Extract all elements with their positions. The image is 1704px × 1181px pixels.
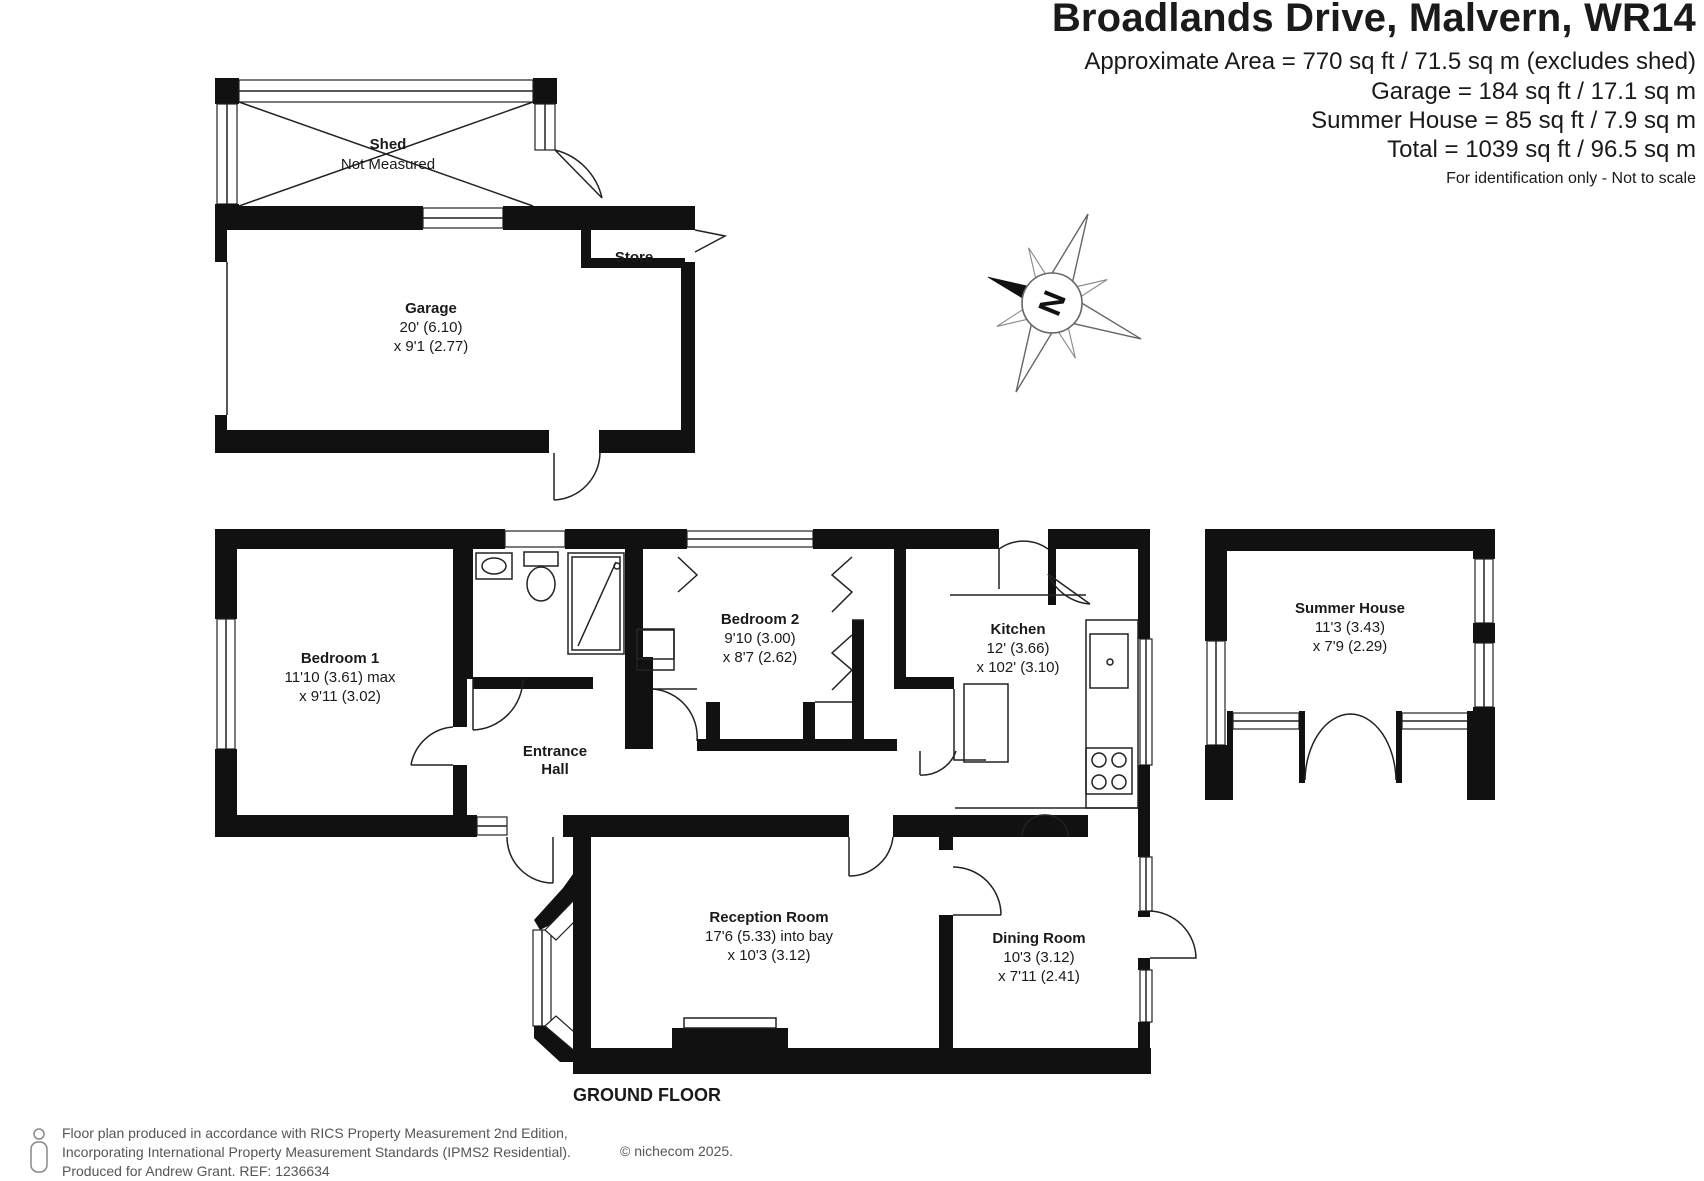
- entrance-hall-label-2: Hall: [541, 761, 569, 778]
- bedroom2-label: Bedroom 2: [721, 611, 799, 628]
- property-title: Broadlands Drive, Malvern, WR14: [1051, 0, 1696, 40]
- garage-dims-2: x 9'1 (2.77): [394, 338, 469, 355]
- kitchen-dims-1: 12' (3.66): [987, 640, 1050, 657]
- compass: N: [987, 213, 1142, 393]
- footer-text: Floor plan produced in accordance with R…: [62, 1124, 571, 1181]
- reception-room-dims-2: x 10'3 (3.12): [728, 947, 811, 964]
- bedroom1-dims-2: x 9'11 (3.02): [299, 688, 381, 705]
- garage-area-line: Garage = 184 sq ft / 17.1 sq m: [1371, 78, 1696, 105]
- store-label: Store: [615, 249, 653, 266]
- footer-line-2: Incorporating International Property Mea…: [62, 1144, 571, 1160]
- approximate-area-line: Approximate Area = 770 sq ft / 71.5 sq m…: [1084, 48, 1696, 75]
- dining-room-dims-2: x 7'11 (2.41): [998, 968, 1080, 985]
- floor-label: GROUND FLOOR: [573, 1085, 721, 1105]
- identification-note: For identification only - Not to scale: [1446, 170, 1696, 187]
- summer-house-dims-2: x 7'9 (2.29): [1313, 638, 1388, 655]
- shed-dims: Not Measured: [341, 156, 435, 173]
- dining-room-dims-1: 10'3 (3.12): [1003, 949, 1074, 966]
- bedroom2-dims-2: x 8'7 (2.62): [723, 649, 798, 666]
- kitchen-label: Kitchen: [990, 621, 1045, 638]
- footer-copyright: © nichecom 2025.: [620, 1143, 734, 1159]
- reception-room-label: Reception Room: [709, 909, 828, 926]
- bedroom1-dims-1: 11'10 (3.61) max: [285, 669, 396, 686]
- house-walls: [215, 529, 1197, 1074]
- room-labels: Shed Not Measured Store Garage 20' (6.10…: [285, 136, 1406, 1105]
- summer-house: [1205, 529, 1495, 800]
- person-icon: [30, 1128, 48, 1173]
- kitchen-dims-2: x 102' (3.10): [977, 659, 1060, 676]
- total-area-line: Total = 1039 sq ft / 96.5 sq m: [1387, 136, 1696, 163]
- garage: [215, 206, 728, 501]
- summer-house-dims-1: 11'3 (3.43): [1315, 619, 1385, 636]
- bedroom2-dims-1: 9'10 (3.00): [724, 630, 795, 647]
- footer-line-1: Floor plan produced in accordance with R…: [62, 1125, 568, 1141]
- garage-dims-1: 20' (6.10): [400, 319, 463, 336]
- shed: [215, 78, 603, 226]
- summer-house-label: Summer House: [1295, 600, 1405, 617]
- reception-room-dims-1: 17'6 (5.33) into bay: [705, 928, 833, 945]
- bedroom1-label: Bedroom 1: [301, 650, 379, 667]
- garage-label: Garage: [405, 300, 457, 317]
- footer-line-3: Produced for Andrew Grant. REF: 1236634: [62, 1163, 330, 1179]
- shed-label: Shed: [370, 136, 407, 153]
- entrance-hall-label-1: Entrance: [523, 743, 587, 760]
- dining-room-label: Dining Room: [992, 930, 1085, 947]
- summer-house-area-line: Summer House = 85 sq ft / 7.9 sq m: [1311, 107, 1696, 134]
